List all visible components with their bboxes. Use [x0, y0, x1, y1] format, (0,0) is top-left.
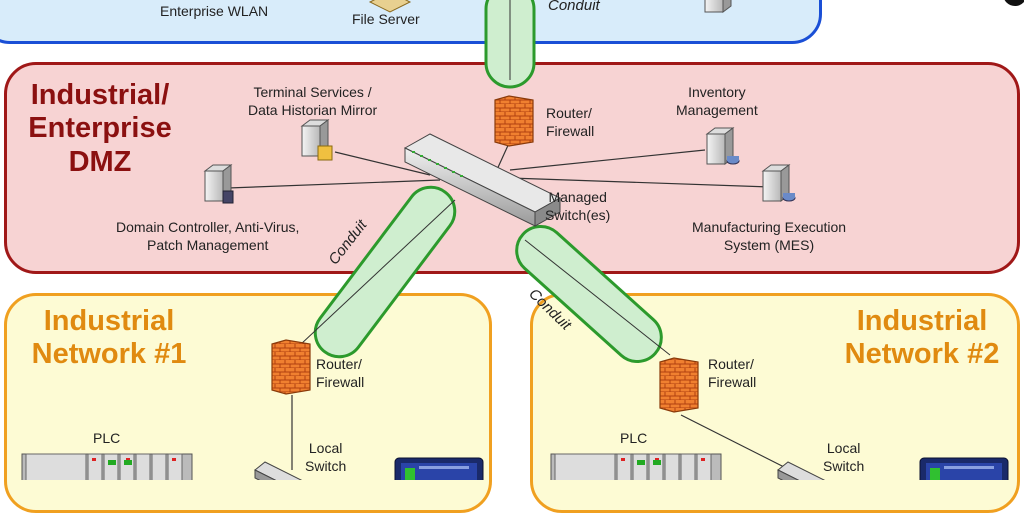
local-switch-icon	[777, 461, 826, 480]
firewall-icon	[659, 357, 699, 413]
hmi-icon	[919, 457, 1009, 480]
server-icon	[761, 164, 796, 202]
local-switch-icon	[254, 461, 303, 480]
managed-switch-label: Managed Switch(es)	[545, 189, 611, 223]
server-icon	[705, 127, 740, 165]
router-firewall-label: Router/ Firewall	[316, 356, 365, 390]
firewall-icon	[271, 339, 311, 395]
file-server-icon	[368, 0, 412, 13]
router-firewall-label: Router/ Firewall	[708, 356, 757, 390]
server-icon	[203, 164, 234, 204]
network-1-title: Industrial Network #1	[31, 305, 187, 371]
plc-icon	[550, 453, 722, 480]
mes-label: Manufacturing Execution System (MES)	[692, 219, 847, 253]
network-2-title: Industrial Network #2	[844, 305, 1000, 371]
server-icon	[300, 119, 333, 161]
enterprise-zone	[0, 0, 822, 44]
network-diagram	[21, 0, 1009, 480]
conduits	[313, 0, 663, 363]
dmz-title: Industrial/ Enterprise DMZ	[28, 79, 172, 178]
local-switch-label: Local Switch	[823, 440, 865, 474]
router-firewall-label: Router/ Firewall	[546, 105, 595, 139]
file-server-label: File Server	[352, 11, 420, 27]
inventory-management-label: Inventory Management	[676, 84, 758, 118]
managed-switch-icon	[403, 133, 562, 227]
circle-icon	[1003, 0, 1024, 6]
firewall-icon	[494, 95, 534, 147]
server-icon	[704, 0, 732, 13]
domain-controller-label: Domain Controller, Anti-Virus, Patch Man…	[116, 219, 300, 253]
conduit-left	[313, 185, 457, 359]
conduit-right	[515, 225, 663, 363]
conduit-label: Conduit	[548, 0, 600, 14]
local-switch-label: Local Switch	[305, 440, 347, 474]
plc-label: PLC	[620, 430, 648, 446]
enterprise-wlan-label: Enterprise WLAN	[160, 3, 269, 19]
hmi-icon	[394, 457, 484, 480]
terminal-services-label: Terminal Services / Data Historian Mirro…	[248, 84, 378, 118]
plc-icon	[21, 453, 193, 480]
plc-label: PLC	[93, 430, 121, 446]
